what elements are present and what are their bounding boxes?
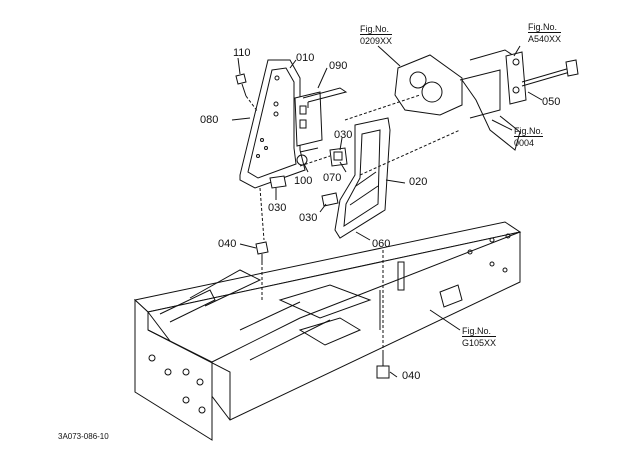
clip-030-a [270, 176, 286, 188]
fig-ref-title: Fig.No. [462, 326, 492, 336]
fig-ref-g105xx: Fig.No. G105XX [462, 326, 497, 348]
leader-lines [232, 46, 542, 377]
main-frame [135, 222, 520, 440]
drawing-code: 3A073-086-10 [58, 432, 109, 441]
part-label-030-a: 030 [334, 129, 353, 141]
bolt-110 [236, 74, 246, 96]
part-label-060: 060 [372, 238, 391, 250]
plate-010 [295, 92, 322, 146]
fig-ref-title: Fig.No. [360, 24, 390, 34]
fig-ref-0209xx: Fig.No. 0209XX [360, 24, 393, 46]
part-label-030-c: 030 [299, 212, 318, 224]
fig-ref-code: A540XX [528, 32, 562, 44]
bolt-040-upper [256, 242, 268, 262]
clip-070 [330, 148, 347, 166]
clip-030-b [322, 193, 338, 206]
part-label-010: 010 [296, 52, 315, 64]
fig-ref-code: G105XX [462, 336, 497, 348]
fig-ref-0004: Fig.No. 0004 [514, 126, 544, 148]
bracket-080 [240, 60, 305, 188]
guide-lines [246, 95, 460, 352]
part-label-040-upper: 040 [218, 238, 237, 250]
fig-ref-title: Fig.No. [528, 22, 558, 32]
part-label-090: 090 [329, 60, 348, 72]
part-label-020: 020 [409, 176, 428, 188]
fig-ref-code: 0209XX [360, 34, 393, 46]
part-label-040-lower: 040 [402, 370, 421, 382]
part-label-100: 100 [294, 175, 313, 187]
part-label-050: 050 [542, 96, 561, 108]
shaft-090 [303, 88, 346, 108]
part-label-080: 080 [200, 114, 219, 126]
fig-ref-title: Fig.No. [514, 126, 544, 136]
part-label-110: 110 [233, 47, 251, 59]
fig-ref-a540xx: Fig.No. A540XX [528, 22, 562, 44]
part-label-030-b: 030 [268, 202, 287, 214]
bracket-a540 [506, 52, 526, 104]
bolt-050 [522, 60, 578, 86]
pump-assembly [395, 50, 520, 150]
fig-ref-code: 0004 [514, 136, 544, 148]
bolt-040-lower [377, 352, 389, 378]
part-label-070: 070 [323, 172, 342, 184]
bracket-020 [335, 118, 390, 238]
